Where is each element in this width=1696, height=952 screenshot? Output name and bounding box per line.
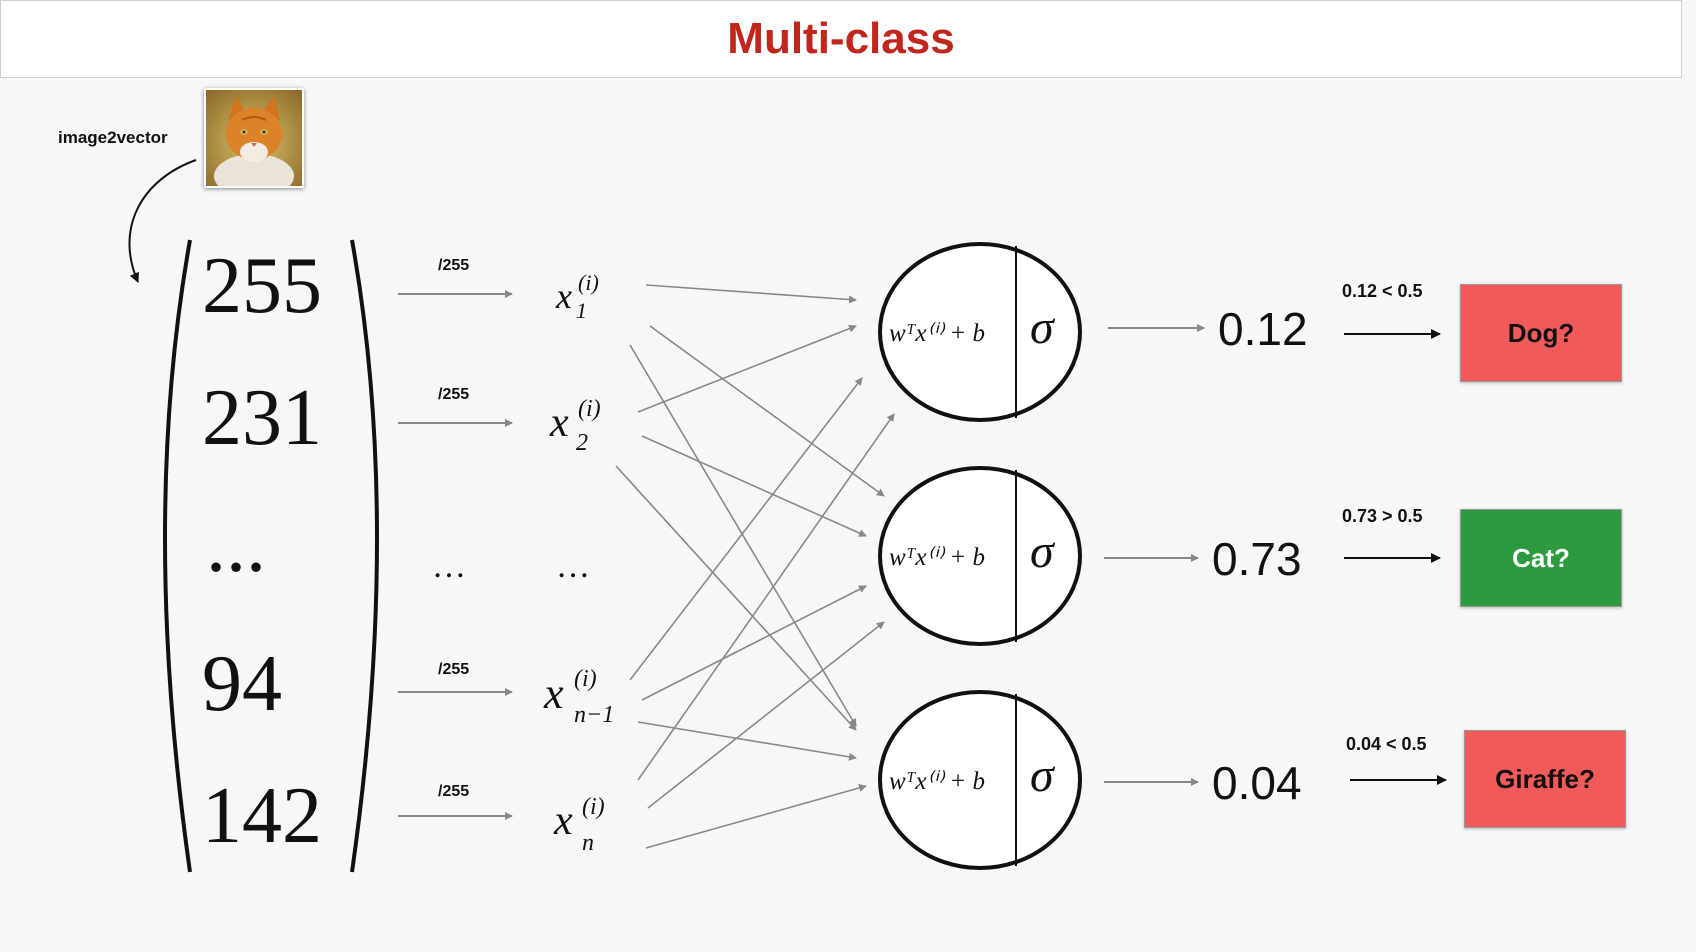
scale-label-1: /255	[438, 257, 470, 274]
neuron-3-linear: wᵀx⁽ⁱ⁾ + b	[889, 768, 986, 795]
neuron-3	[878, 690, 1082, 870]
connection	[645, 284, 857, 304]
input-ellipsis: …	[556, 548, 592, 585]
vector-left-bracket	[163, 239, 192, 873]
neuron-1-sigma: σ	[1030, 301, 1054, 354]
pixel-value-ellipsis: ...	[206, 501, 266, 589]
svg-text:(i): (i)	[574, 666, 597, 692]
svg-text:(i): (i)	[578, 396, 601, 422]
prob-2: 0.73	[1212, 533, 1302, 585]
class-label-cat: Cat?	[1512, 542, 1570, 573]
pixel-value-4: 94	[202, 640, 282, 728]
connection	[629, 344, 857, 727]
pixel-value-1: 255	[202, 242, 322, 330]
neuron-2-linear: wᵀx⁽ⁱ⁾ + b	[889, 544, 986, 571]
compare-3: 0.04 < 0.5	[1346, 734, 1427, 754]
svg-text:n: n	[582, 830, 594, 856]
class-label-dog: Dog?	[1507, 317, 1575, 348]
neuron-3-sigma: σ	[1030, 749, 1054, 802]
image2vector-label: image2vector	[58, 128, 168, 147]
connection	[637, 324, 857, 413]
connection	[637, 721, 857, 761]
neuron-1	[878, 242, 1082, 422]
class-box-cat: Cat?	[1460, 509, 1622, 607]
page-title: Multi-class	[727, 14, 955, 63]
connection	[641, 585, 867, 701]
connection	[637, 413, 895, 781]
compare-1: 0.12 < 0.5	[1342, 281, 1423, 301]
connection	[649, 325, 885, 497]
pixel-value-5: 142	[202, 772, 322, 860]
title-bar: Multi-class	[0, 0, 1682, 78]
neuron-1-linear: wᵀx⁽ⁱ⁾ + b	[889, 320, 986, 347]
input-x1: x (i) 1	[555, 270, 599, 323]
compare-2: 0.73 > 0.5	[1342, 506, 1423, 526]
image2vector-arrow	[128, 159, 197, 283]
prob-3: 0.04	[1212, 757, 1302, 809]
input-x2: x (i) 2	[549, 396, 601, 456]
class-box-dog: Dog?	[1460, 284, 1622, 382]
connection	[615, 465, 857, 731]
svg-text:n−1: n−1	[574, 702, 614, 728]
class-box-giraffe: Giraffe?	[1464, 730, 1626, 828]
pixel-value-2: 231	[202, 374, 322, 462]
connection	[629, 377, 863, 681]
svg-text:x: x	[555, 276, 572, 316]
class-label-giraffe: Giraffe?	[1495, 763, 1595, 794]
svg-text:(i): (i)	[582, 794, 605, 820]
connection	[647, 621, 885, 809]
neuron-2-sigma: σ	[1030, 525, 1054, 578]
input-xn: x (i) n	[553, 794, 605, 856]
input-xn-1: x (i) n−1	[543, 666, 614, 728]
connection	[641, 435, 867, 537]
cat-photo	[204, 88, 304, 188]
svg-text:x: x	[543, 669, 564, 718]
svg-text:(i): (i)	[578, 270, 599, 295]
neuron-2	[878, 466, 1082, 646]
scale-label-4: /255	[438, 783, 470, 800]
svg-text:2: 2	[576, 430, 588, 456]
svg-text:1: 1	[576, 298, 587, 323]
connection	[645, 784, 867, 849]
scale-label-2: /255	[438, 386, 470, 403]
scale-ellipsis: …	[432, 548, 468, 585]
vector-right-bracket	[350, 239, 379, 873]
svg-text:x: x	[553, 798, 573, 844]
svg-text:x: x	[549, 400, 569, 446]
prob-1: 0.12	[1218, 303, 1308, 355]
scale-label-3: /255	[438, 661, 470, 678]
